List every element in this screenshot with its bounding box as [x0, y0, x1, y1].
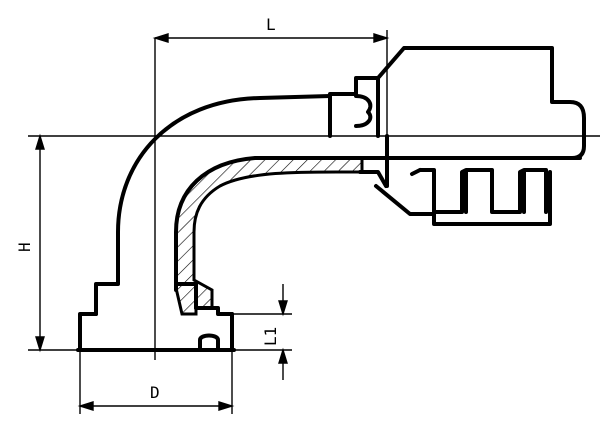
centerlines	[28, 38, 600, 360]
dim-H-arrow-top	[35, 133, 45, 150]
ferrule-teeth	[410, 168, 548, 214]
flange-oring-groove	[198, 333, 220, 352]
dim-L1-arrow-top	[278, 300, 288, 317]
flange-base	[78, 312, 234, 352]
dim-L-arrow-right	[373, 33, 390, 43]
dim-L1-arrow-bottom	[278, 347, 288, 364]
dimensions	[28, 30, 390, 414]
flange-head-lower	[78, 312, 98, 352]
dim-L-arrow-left	[152, 33, 169, 43]
label-H: H	[15, 242, 34, 252]
fitting-body	[76, 46, 586, 352]
ferrule-bottom	[374, 170, 552, 226]
label-D: D	[150, 383, 160, 402]
dim-D-arrow-right	[218, 401, 235, 411]
collar-outline	[328, 76, 380, 138]
label-L1: L1	[261, 327, 280, 346]
collar-seal-rings	[354, 94, 373, 128]
dim-D-arrow-left	[77, 401, 94, 411]
ferrule-top	[376, 46, 586, 160]
elbow-outer-contour	[116, 94, 332, 285]
label-L: L	[266, 15, 276, 34]
dim-H-arrow-bottom	[35, 336, 45, 353]
nipple-end	[358, 170, 388, 188]
section-hatched-wall	[174, 156, 364, 316]
